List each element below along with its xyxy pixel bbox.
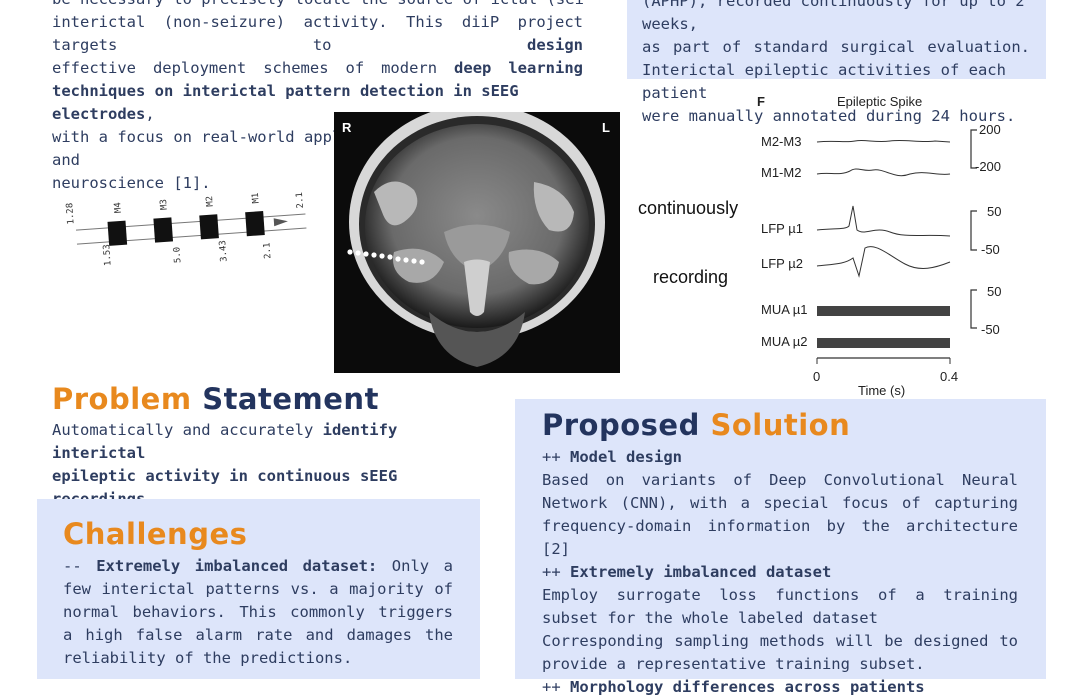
dataset-line: were manually annotated during 24 hours. — [642, 107, 1016, 125]
problem-line: Automatically and accurately identify in… — [52, 419, 472, 465]
intro-text: , — [145, 105, 155, 123]
challenges-box — [37, 499, 480, 679]
intro-line: techniques on interictal pattern detecti… — [52, 80, 583, 126]
solution-title-word: Proposed — [542, 408, 700, 442]
contact-m1 — [245, 211, 265, 237]
problem-title-word: Statement — [202, 382, 379, 416]
scale-bar — [970, 129, 977, 169]
bullet-prefix: -- — [63, 557, 97, 575]
scale-label: 50 — [987, 284, 1001, 299]
mri-right-label: L — [602, 120, 610, 135]
problem-title: Problem Statement — [52, 382, 379, 416]
problem-plain: Automatically and accurately — [52, 421, 323, 439]
annotation-continuously: continuously — [638, 198, 739, 218]
dimension-label: 5.0 — [172, 246, 183, 263]
intro-emphasis: design — [527, 36, 583, 54]
contact-label: M1 — [251, 192, 262, 204]
problem-title-word: Problem — [52, 382, 192, 416]
solution-heading: Extremely imbalanced dataset — [570, 563, 832, 581]
x-tick: 0 — [813, 369, 820, 384]
contact-m2 — [199, 214, 219, 240]
trace-mua-u2 — [817, 338, 950, 348]
contact-label: M4 — [113, 202, 124, 214]
channel-label: LFP µ1 — [761, 221, 803, 236]
bullet-prefix: ++ — [542, 678, 570, 696]
dimension-label: 3.43 — [218, 240, 229, 262]
channel-label: MUA µ2 — [761, 334, 808, 349]
intro-line: interictal (non-seizure) activity. This … — [52, 11, 583, 57]
solution-item: Corresponding sampling methods will be d… — [542, 632, 1018, 673]
intro-line: neuroscience [1]. — [52, 174, 211, 192]
trace-m1-m2 — [816, 168, 951, 177]
channel-label: MUA µ1 — [761, 302, 808, 317]
contact-label: M2 — [205, 195, 216, 207]
scale-label: 50 — [987, 204, 1001, 219]
dataset-text: (APHP), recorded continuously for up to … — [642, 0, 1030, 128]
solution-title-word: Solution — [710, 408, 851, 442]
contact-m3 — [153, 217, 174, 243]
solution-heading: Model design — [570, 448, 682, 466]
intro-emphasis: deep learning — [454, 59, 583, 77]
channel-label: M1-M2 — [761, 165, 801, 180]
solution-heading: Morphology differences across patients — [570, 678, 925, 696]
solution-item: Employ surrogate loss functions of a tra… — [542, 586, 1018, 627]
trace-m2-m3 — [816, 139, 951, 143]
dimension-label: 2.1 — [262, 242, 273, 259]
electrode-diagram: M4 M3 M2 M1 1.28 1.53 5.0 3.43 2.1 2.1 — [65, 192, 307, 266]
scale-label: 200 — [979, 122, 1001, 137]
intro-emphasis: techniques on interictal pattern detecti… — [52, 82, 519, 123]
panel-label: F — [757, 94, 765, 109]
solution-item: ++ Morphology differences across patient… — [542, 676, 1018, 699]
challenge-description: Only a few interictal patterns vs. a maj… — [63, 557, 454, 667]
contact-m4 — [107, 220, 128, 246]
trace-lfp-u1 — [816, 205, 951, 237]
annotation-recording: recording — [653, 267, 729, 287]
intro-line: effective deployment schemes of modern d… — [52, 57, 583, 80]
intro-text: effective deployment schemes of modern — [52, 59, 455, 77]
scale-bar — [970, 210, 977, 251]
trace-mua-u1 — [817, 306, 950, 316]
dimension-label: 1.53 — [102, 244, 113, 266]
bullet-prefix: ++ — [542, 563, 570, 581]
scale-label: -50 — [981, 322, 1000, 337]
solution-item: Based on variants of Deep Convolutional … — [542, 471, 1018, 558]
bullet-prefix: ++ — [542, 448, 570, 466]
mri-image: R L — [334, 112, 620, 373]
x-tick: 0.4 — [940, 369, 958, 384]
problem-emphasis: identify interictal — [52, 421, 398, 462]
scale-label: -200 — [975, 159, 1001, 174]
figure-title: Epileptic Spike — [837, 94, 922, 109]
dataset-box: (APHP), recorded continuously for up to … — [627, 0, 1046, 125]
dataset-line: (APHP), recorded continuously for up to … — [642, 0, 1025, 33]
contact-label: M3 — [159, 199, 170, 211]
solution-title: Proposed Solution — [542, 408, 850, 442]
solution-item: ++ Extremely imbalanced dataset — [542, 561, 1018, 584]
dataset-line: Interictal epileptic activities of each … — [642, 61, 1006, 102]
dimension-label: 2.1 — [295, 192, 306, 209]
scale-bar — [970, 289, 977, 329]
solution-text: ++ Model design Based on variants of Dee… — [542, 446, 1018, 699]
channel-label: LFP µ2 — [761, 256, 803, 271]
challenges-title: Challenges — [63, 517, 248, 551]
intro-line: be necessary to precisely locate the sou… — [52, 0, 583, 11]
mri-left-label: R — [342, 120, 352, 135]
trace-lfp-u2 — [816, 246, 951, 278]
solution-item: ++ Model design — [542, 446, 1018, 469]
scale-label: -50 — [981, 242, 1000, 257]
intro-text: interictal (non-seizure) activity. This … — [52, 13, 583, 54]
solution-box — [515, 399, 1046, 679]
dataset-line: as part of standard surgical evaluation. — [642, 38, 1030, 56]
x-axis-label: Time (s) — [858, 383, 905, 398]
epileptic-spike-figure: F Epileptic Spike M2-M3 M1-M2 LFP µ1 LFP… — [757, 94, 1001, 398]
problem-text: Automatically and accurately identify in… — [52, 419, 472, 511]
challenges-text: -- Extremely imbalanced dataset: Only a … — [63, 555, 453, 670]
challenge-heading: Extremely imbalanced dataset: — [96, 557, 378, 575]
channel-label: M2-M3 — [761, 134, 801, 149]
dimension-label: 1.28 — [65, 202, 76, 224]
